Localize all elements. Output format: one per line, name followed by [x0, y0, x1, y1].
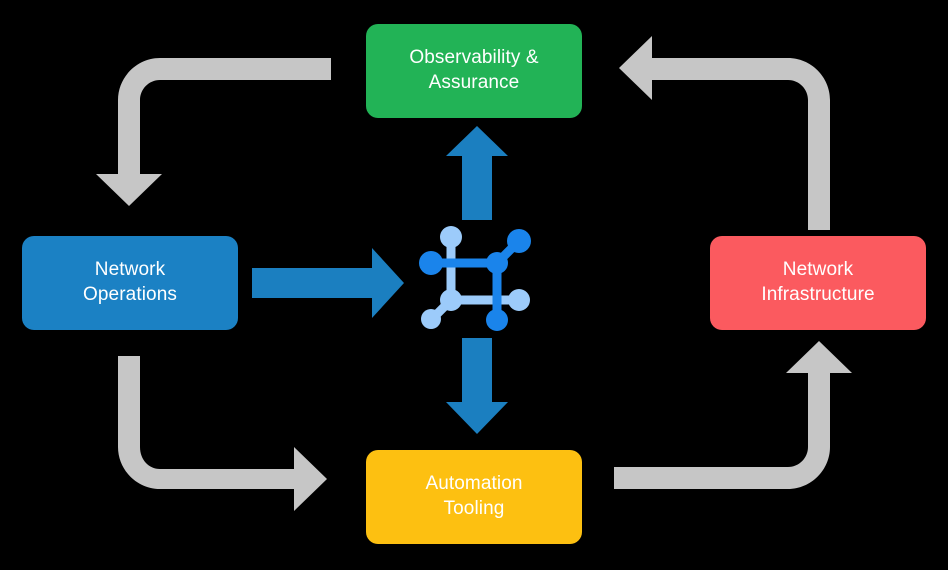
arrow-automation-to-infrastructure — [614, 341, 852, 489]
node-network-operations[interactable]: Network Operations — [22, 236, 238, 330]
network-mesh-icon — [419, 226, 531, 331]
arrow-operations-to-automation — [118, 356, 327, 511]
arrow-center-to-automation — [446, 338, 508, 434]
arrow-observability-to-operations — [96, 58, 331, 206]
node-automation-tooling[interactable]: Automation Tooling — [366, 450, 582, 544]
node-observability-assurance[interactable]: Observability & Assurance — [366, 24, 582, 118]
node-network-infrastructure[interactable]: Network Infrastructure — [710, 236, 926, 330]
arrow-operations-to-center — [252, 248, 404, 318]
arrow-infrastructure-to-observability — [619, 36, 830, 230]
arrow-center-to-observability — [446, 126, 508, 220]
